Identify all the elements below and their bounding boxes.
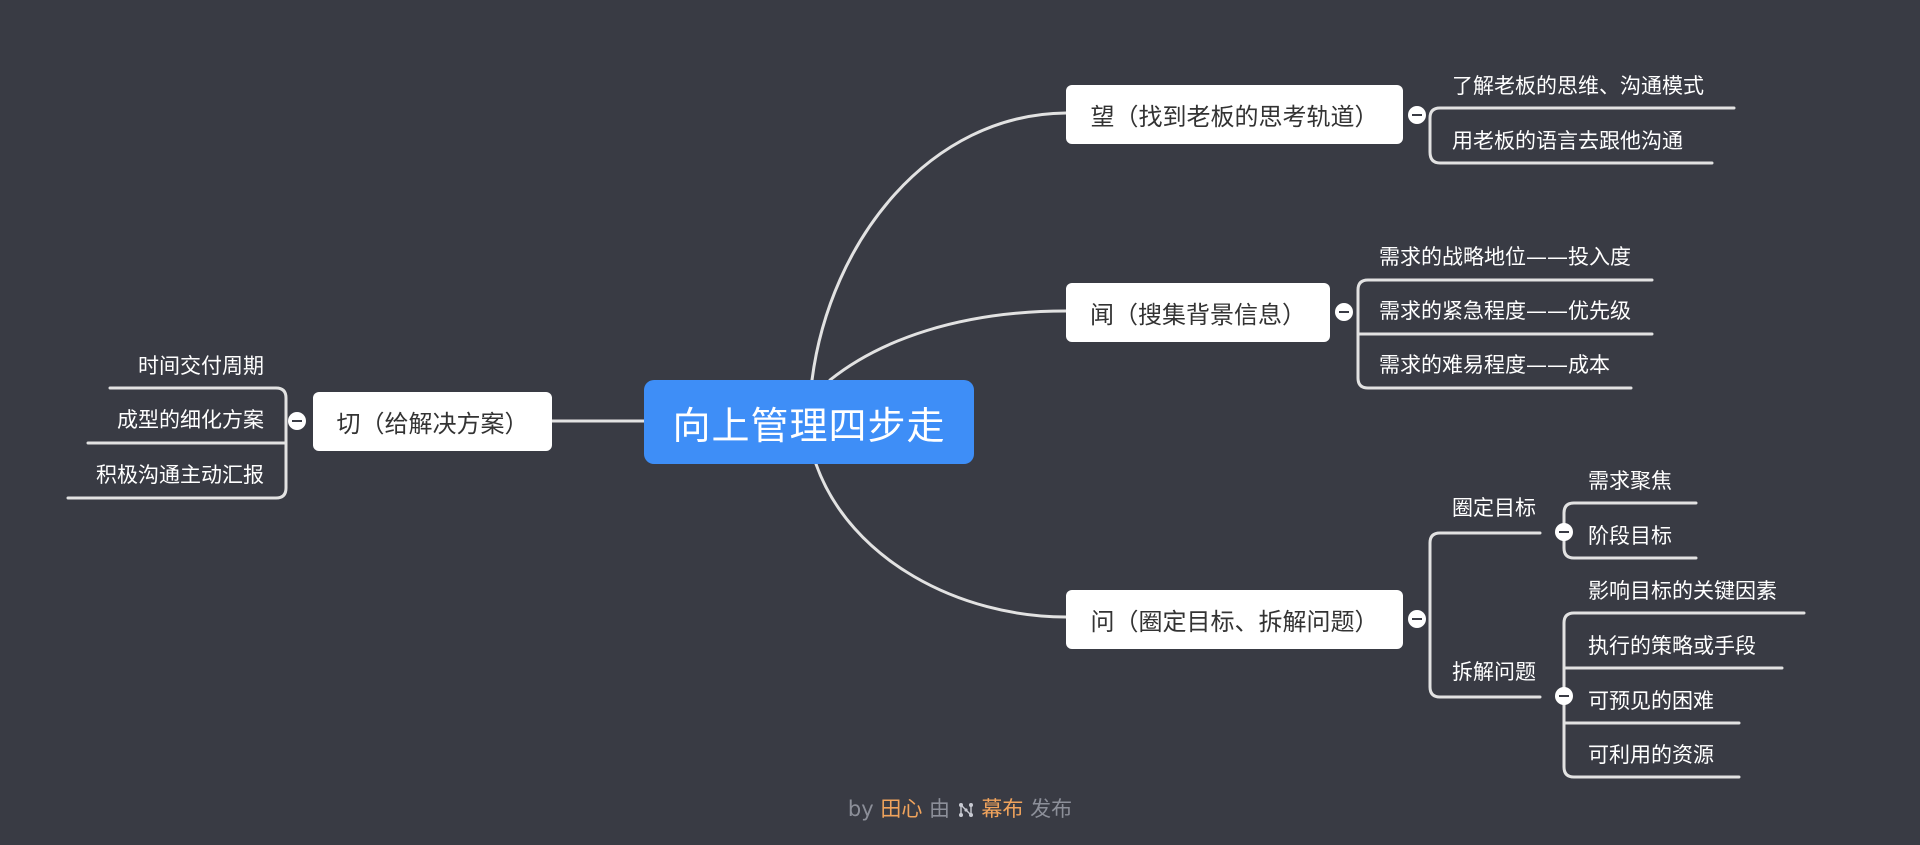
leaf-wenhear-1[interactable]: 需求的战略地位——投入度 xyxy=(1379,245,1631,269)
subtopic-target[interactable]: 圈定目标 xyxy=(1452,496,1536,520)
topic-wang[interactable]: 望（找到老板的思考轨道） xyxy=(1066,85,1403,144)
leaf-wenhear-2[interactable]: 需求的紧急程度——优先级 xyxy=(1379,299,1631,323)
connector-wenask-subgroups xyxy=(1428,531,1542,699)
connector-qie-children xyxy=(66,386,288,500)
collapse-wen-hear-icon[interactable] xyxy=(1335,303,1353,321)
connector-root-wen-ask xyxy=(814,462,1068,619)
leaf-target-1[interactable]: 需求聚焦 xyxy=(1588,469,1672,493)
connector-wang-children xyxy=(1428,106,1736,165)
collapse-wang-icon[interactable] xyxy=(1408,106,1426,124)
footer-brand-link[interactable]: 幕布 xyxy=(981,797,1024,821)
leaf-problem-2[interactable]: 执行的策略或手段 xyxy=(1588,634,1756,658)
subtopic-problem[interactable]: 拆解问题 xyxy=(1452,660,1536,684)
collapse-qie-icon[interactable] xyxy=(288,412,306,430)
leaf-qie-2[interactable]: 成型的细化方案 xyxy=(117,408,264,432)
collapse-wen-ask-icon[interactable] xyxy=(1408,610,1426,628)
leaf-problem-4[interactable]: 可利用的资源 xyxy=(1588,743,1714,767)
leaf-problem-1[interactable]: 影响目标的关键因素 xyxy=(1588,579,1777,603)
root-topic[interactable]: 向上管理四步走 xyxy=(644,380,974,464)
mubu-logo-icon xyxy=(958,803,973,817)
footer-by: by xyxy=(847,797,874,821)
connector-root-wen-hear xyxy=(828,309,1068,382)
collapse-problem-icon[interactable] xyxy=(1555,687,1573,705)
collapse-target-icon[interactable] xyxy=(1555,523,1573,541)
connector-root-wang xyxy=(810,111,1068,382)
connector-wenhear-children xyxy=(1356,278,1654,390)
leaf-wang-1[interactable]: 了解老板的思维、沟通模式 xyxy=(1452,74,1704,98)
topic-qie[interactable]: 切（给解决方案） xyxy=(313,392,552,451)
leaf-problem-3[interactable]: 可预见的困难 xyxy=(1588,689,1714,713)
leaf-wang-2[interactable]: 用老板的语言去跟他沟通 xyxy=(1452,129,1683,153)
footer-middle: 由 xyxy=(929,797,951,821)
leaf-qie-3[interactable]: 积极沟通主动汇报 xyxy=(96,463,264,487)
topic-wen-ask[interactable]: 问（圈定目标、拆解问题） xyxy=(1066,590,1403,649)
leaf-target-2[interactable]: 阶段目标 xyxy=(1588,524,1672,548)
topic-wen-hear[interactable]: 闻（搜集背景信息） xyxy=(1066,283,1330,342)
leaf-wenhear-3[interactable]: 需求的难易程度——成本 xyxy=(1379,353,1610,377)
footer-author-link[interactable]: 田心 xyxy=(880,797,923,821)
leaf-qie-1[interactable]: 时间交付周期 xyxy=(138,354,264,378)
footer-suffix: 发布 xyxy=(1030,797,1073,821)
footer-credit: by 田心 由 幕布 发布 xyxy=(0,793,1920,823)
